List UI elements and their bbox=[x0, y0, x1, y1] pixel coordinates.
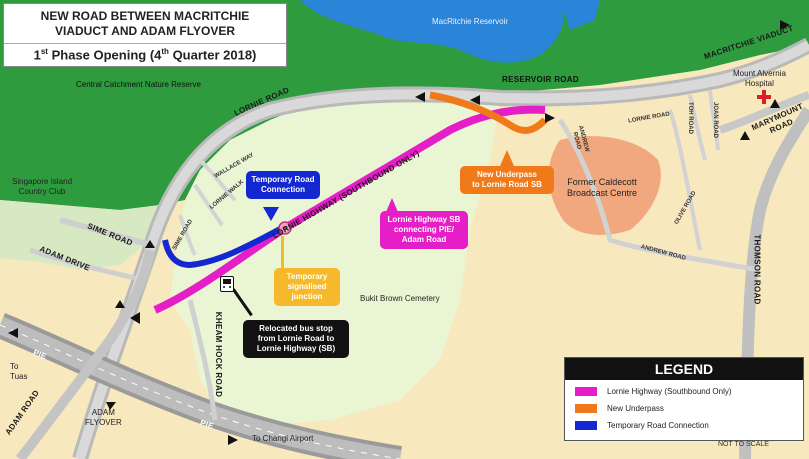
temp-road-line2: Connection bbox=[261, 185, 305, 194]
lornie-sb-callout-pointer bbox=[386, 198, 398, 212]
reservoir-water-east bbox=[560, 0, 600, 30]
hospital-line2: Hospital bbox=[745, 79, 774, 88]
title-box: NEW ROAD BETWEEN MACRITCHIE VIADUCT AND … bbox=[3, 3, 287, 68]
reservoir-water bbox=[300, 0, 564, 63]
country-club-line1: Singapore Island bbox=[12, 177, 73, 186]
temp-junction-line3: junction bbox=[291, 292, 323, 301]
bus-stop-line2: from Lornie Road to bbox=[257, 334, 335, 343]
temp-junction-line1: Temporary bbox=[286, 272, 328, 281]
caldecott-line2: Broadcast Centre bbox=[567, 188, 638, 198]
bus-stop-line3: Lornie Highway (SB) bbox=[256, 344, 336, 353]
joan-road-line bbox=[708, 89, 720, 151]
bus-stop-icon bbox=[220, 276, 234, 292]
temp-junction-callout-pointer bbox=[281, 236, 284, 270]
bus-stop-line1: Relocated bus stop bbox=[259, 324, 333, 333]
joan-road-label: JOAN ROAD bbox=[712, 101, 719, 139]
legend-label-lornie-highway: Lornie Highway (Southbound Only) bbox=[607, 387, 732, 396]
andrew-road-line bbox=[557, 118, 761, 273]
phase-mid: Phase Opening (4 bbox=[47, 47, 162, 63]
temp-road-callout: Temporary Road Connection bbox=[246, 171, 320, 199]
legend-item-temp-road: Temporary Road Connection bbox=[575, 421, 709, 430]
lornie-sb-line2: connecting PIE/ bbox=[393, 225, 454, 234]
kheam-hock-road-label: KHEAM HOCK ROAD bbox=[214, 311, 224, 398]
legend-label-temp-road: Temporary Road Connection bbox=[607, 421, 709, 430]
sime-road-line bbox=[59, 217, 151, 248]
caldecott-line1: Former Caldecott bbox=[567, 177, 637, 187]
direction-arrow-icon bbox=[8, 20, 790, 445]
caldecott-area bbox=[548, 136, 661, 235]
title-main: NEW ROAD BETWEEN MACRITCHIE VIADUCT AND … bbox=[4, 4, 286, 44]
legend-item-new-underpass: New Underpass bbox=[575, 404, 664, 413]
lornie-highway-sb-line bbox=[153, 105, 546, 314]
adam-road-line bbox=[16, 249, 155, 459]
to-tuas-line1: To bbox=[10, 362, 19, 371]
thomson-road-label: THOMSON ROAD bbox=[752, 234, 762, 305]
pie-lane-marking bbox=[0, 324, 401, 459]
phase-suffix: Quarter 2018) bbox=[168, 47, 257, 63]
to-changi-label: To Changi Airport bbox=[252, 434, 314, 443]
phase-sup: st bbox=[40, 47, 48, 56]
title-line1: NEW ROAD BETWEEN MACRITCHIE bbox=[40, 9, 250, 23]
new-underpass-line2: to Lornie Road SB bbox=[472, 180, 542, 189]
olive-road-line bbox=[668, 109, 702, 251]
new-underpass-line bbox=[429, 91, 548, 134]
to-tuas-line2: Tuas bbox=[10, 372, 28, 381]
new-underpass-callout-pointer bbox=[500, 150, 514, 166]
cemetery-label: Bukit Brown Cemetery bbox=[360, 294, 440, 303]
country-club-line2: Country Club bbox=[18, 187, 66, 196]
legend-item-lornie-highway: Lornie Highway (Southbound Only) bbox=[575, 387, 732, 396]
bus-stop-callout: Relocated bus stop from Lornie Road to L… bbox=[243, 320, 349, 358]
legend-box: LEGEND Lornie Highway (Southbound Only) … bbox=[564, 357, 804, 441]
legend-title: LEGEND bbox=[565, 358, 803, 380]
temp-road-callout-pointer bbox=[263, 207, 279, 221]
traffic-signal-icon bbox=[278, 221, 292, 235]
legend-label-new-underpass: New Underpass bbox=[607, 404, 664, 413]
phase-number: 1 bbox=[33, 47, 41, 63]
temp-road-line bbox=[162, 225, 284, 269]
lornie-walk-line bbox=[193, 183, 224, 227]
wallace-way-line bbox=[198, 158, 237, 202]
to-tuas-label: To Tuas bbox=[10, 362, 28, 382]
phase-subtitle: 1st Phase Opening (4th Quarter 2018) bbox=[4, 44, 286, 66]
new-underpass-callout: New Underpass to Lornie Road SB bbox=[460, 166, 554, 194]
lornie-sb-line3: Adam Road bbox=[401, 235, 447, 244]
adam-drive-line bbox=[29, 247, 136, 281]
legend-swatch-orange bbox=[575, 404, 597, 413]
temp-junction-line2: signalised bbox=[287, 282, 327, 291]
legend-swatch-magenta bbox=[575, 387, 597, 396]
adam-flyover-label: ADAM FLYOVER bbox=[85, 408, 122, 428]
toh-road-label: TOH ROAD bbox=[686, 102, 693, 134]
lornie-highway-sb-callout: Lornie Highway SB connecting PIE/ Adam R… bbox=[380, 211, 468, 249]
reservoir-road-label: RESERVOIR ROAD bbox=[502, 75, 579, 84]
marymount-road-line bbox=[718, 91, 809, 134]
lornie-sb-line1: Lornie Highway SB bbox=[387, 215, 461, 224]
phase-sup2: th bbox=[161, 47, 169, 56]
hospital-label: Mount Alvernia Hospital bbox=[733, 69, 786, 89]
nature-reserve-label: Central Catchment Nature Reserve bbox=[76, 80, 201, 89]
reservoir-label: MacRitchie Reservoir bbox=[432, 17, 509, 26]
temp-junction-callout: Temporary signalised junction bbox=[274, 268, 340, 306]
title-line2: VIADUCT AND ADAM FLYOVER bbox=[54, 24, 235, 38]
new-underpass-line1: New Underpass bbox=[476, 170, 538, 179]
not-to-scale-label: NOT TO SCALE bbox=[718, 441, 769, 448]
kheam-hock-road-line bbox=[187, 299, 218, 421]
adam-flyover-line2: FLYOVER bbox=[85, 418, 122, 427]
hospital-cross-icon bbox=[757, 90, 771, 104]
caldecott-label: Former Caldecott Broadcast Centre bbox=[567, 177, 637, 199]
toh-road-line bbox=[688, 94, 707, 161]
sime-road-small-line bbox=[178, 214, 197, 256]
adam-flyover-line1: ADAM bbox=[91, 408, 115, 417]
legend-swatch-blue bbox=[575, 421, 597, 430]
hospital-line1: Mount Alvernia bbox=[733, 69, 786, 78]
temp-road-line1: Temporary Road bbox=[251, 175, 315, 184]
country-club-label: Singapore Island Country Club bbox=[12, 177, 72, 197]
